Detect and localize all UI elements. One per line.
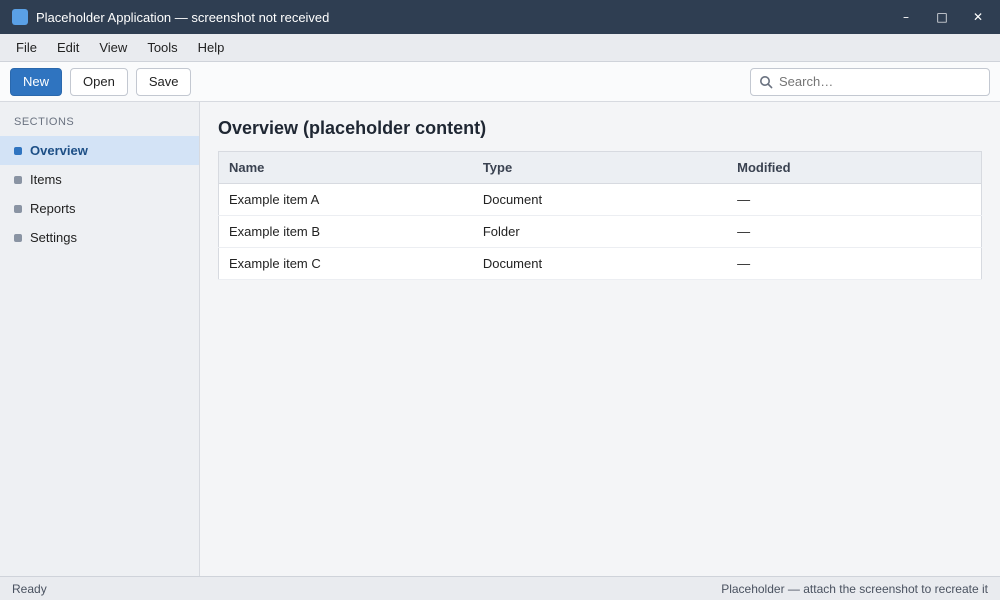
table-row[interactable]: Example item C Document —	[218, 247, 982, 280]
window-title: Placeholder Application — screenshot not…	[36, 9, 330, 25]
table-cell: Example item B	[218, 215, 473, 248]
maximize-button[interactable]: □	[928, 6, 956, 28]
search-box[interactable]	[750, 67, 990, 96]
sidebar-item-items[interactable]: Items	[0, 165, 199, 194]
table-cell: —	[727, 183, 982, 216]
search-input[interactable]	[779, 74, 981, 89]
minimize-button[interactable]: –	[892, 6, 920, 28]
menu-edit[interactable]: Edit	[56, 40, 80, 55]
table-row[interactable]: Example item B Folder —	[218, 215, 982, 248]
section-icon	[14, 233, 22, 242]
menu-file[interactable]: File	[16, 40, 37, 55]
section-icon	[14, 146, 22, 155]
app-icon	[12, 9, 28, 25]
open-button[interactable]: Open	[70, 67, 128, 96]
table-row[interactable]: Example item A Document —	[218, 183, 982, 216]
page-title: Overview (placeholder content)	[218, 118, 487, 138]
title-bar[interactable]: Placeholder Application — screenshot not…	[0, 0, 1000, 34]
menu-tools[interactable]: Tools	[147, 40, 178, 55]
status-note: Placeholder — attach the screenshot to r…	[721, 581, 988, 596]
save-button[interactable]: Save	[135, 67, 192, 96]
main-area: Sections Overview Items Reports Settings…	[0, 102, 1000, 576]
sidebar: Sections Overview Items Reports Settings	[0, 102, 200, 576]
content-pane: Overview (placeholder content) Name Type…	[200, 102, 1000, 576]
table-cell: Folder	[472, 215, 728, 248]
status-bar: Ready Placeholder — attach the screensho…	[0, 576, 1000, 600]
column-header[interactable]: Type	[472, 151, 728, 184]
section-icon	[14, 204, 22, 213]
column-header[interactable]: Name	[218, 151, 473, 184]
menu-help[interactable]: Help	[197, 40, 225, 55]
table-cell: Document	[472, 247, 728, 280]
close-button[interactable]: ✕	[964, 6, 992, 28]
search-icon	[760, 75, 773, 88]
sidebar-item-label: Settings	[30, 230, 77, 245]
sidebar-heading: Sections	[14, 116, 75, 128]
items-table: Name Type Modified Example item A Docume…	[218, 151, 982, 280]
section-icon	[14, 175, 22, 184]
table-cell: —	[727, 215, 982, 248]
table-cell: Example item A	[218, 183, 473, 216]
menu-bar: File Edit View Tools Help	[0, 34, 1000, 62]
table-cell: Document	[472, 183, 728, 216]
sidebar-item-overview[interactable]: Overview	[0, 136, 199, 165]
status-text: Ready	[12, 581, 47, 596]
sidebar-item-label: Reports	[30, 201, 76, 216]
sidebar-item-label: Items	[30, 172, 62, 187]
table-cell: —	[727, 247, 982, 280]
toolbar: New Open Save	[0, 62, 1000, 102]
sidebar-item-settings[interactable]: Settings	[0, 223, 199, 252]
table-header-row: Name Type Modified	[218, 151, 982, 184]
table-cell: Example item C	[218, 247, 473, 280]
column-header[interactable]: Modified	[727, 151, 982, 184]
new-button[interactable]: New	[10, 67, 63, 96]
sidebar-item-label: Overview	[30, 143, 88, 158]
sidebar-item-reports[interactable]: Reports	[0, 194, 199, 223]
menu-view[interactable]: View	[99, 40, 128, 55]
